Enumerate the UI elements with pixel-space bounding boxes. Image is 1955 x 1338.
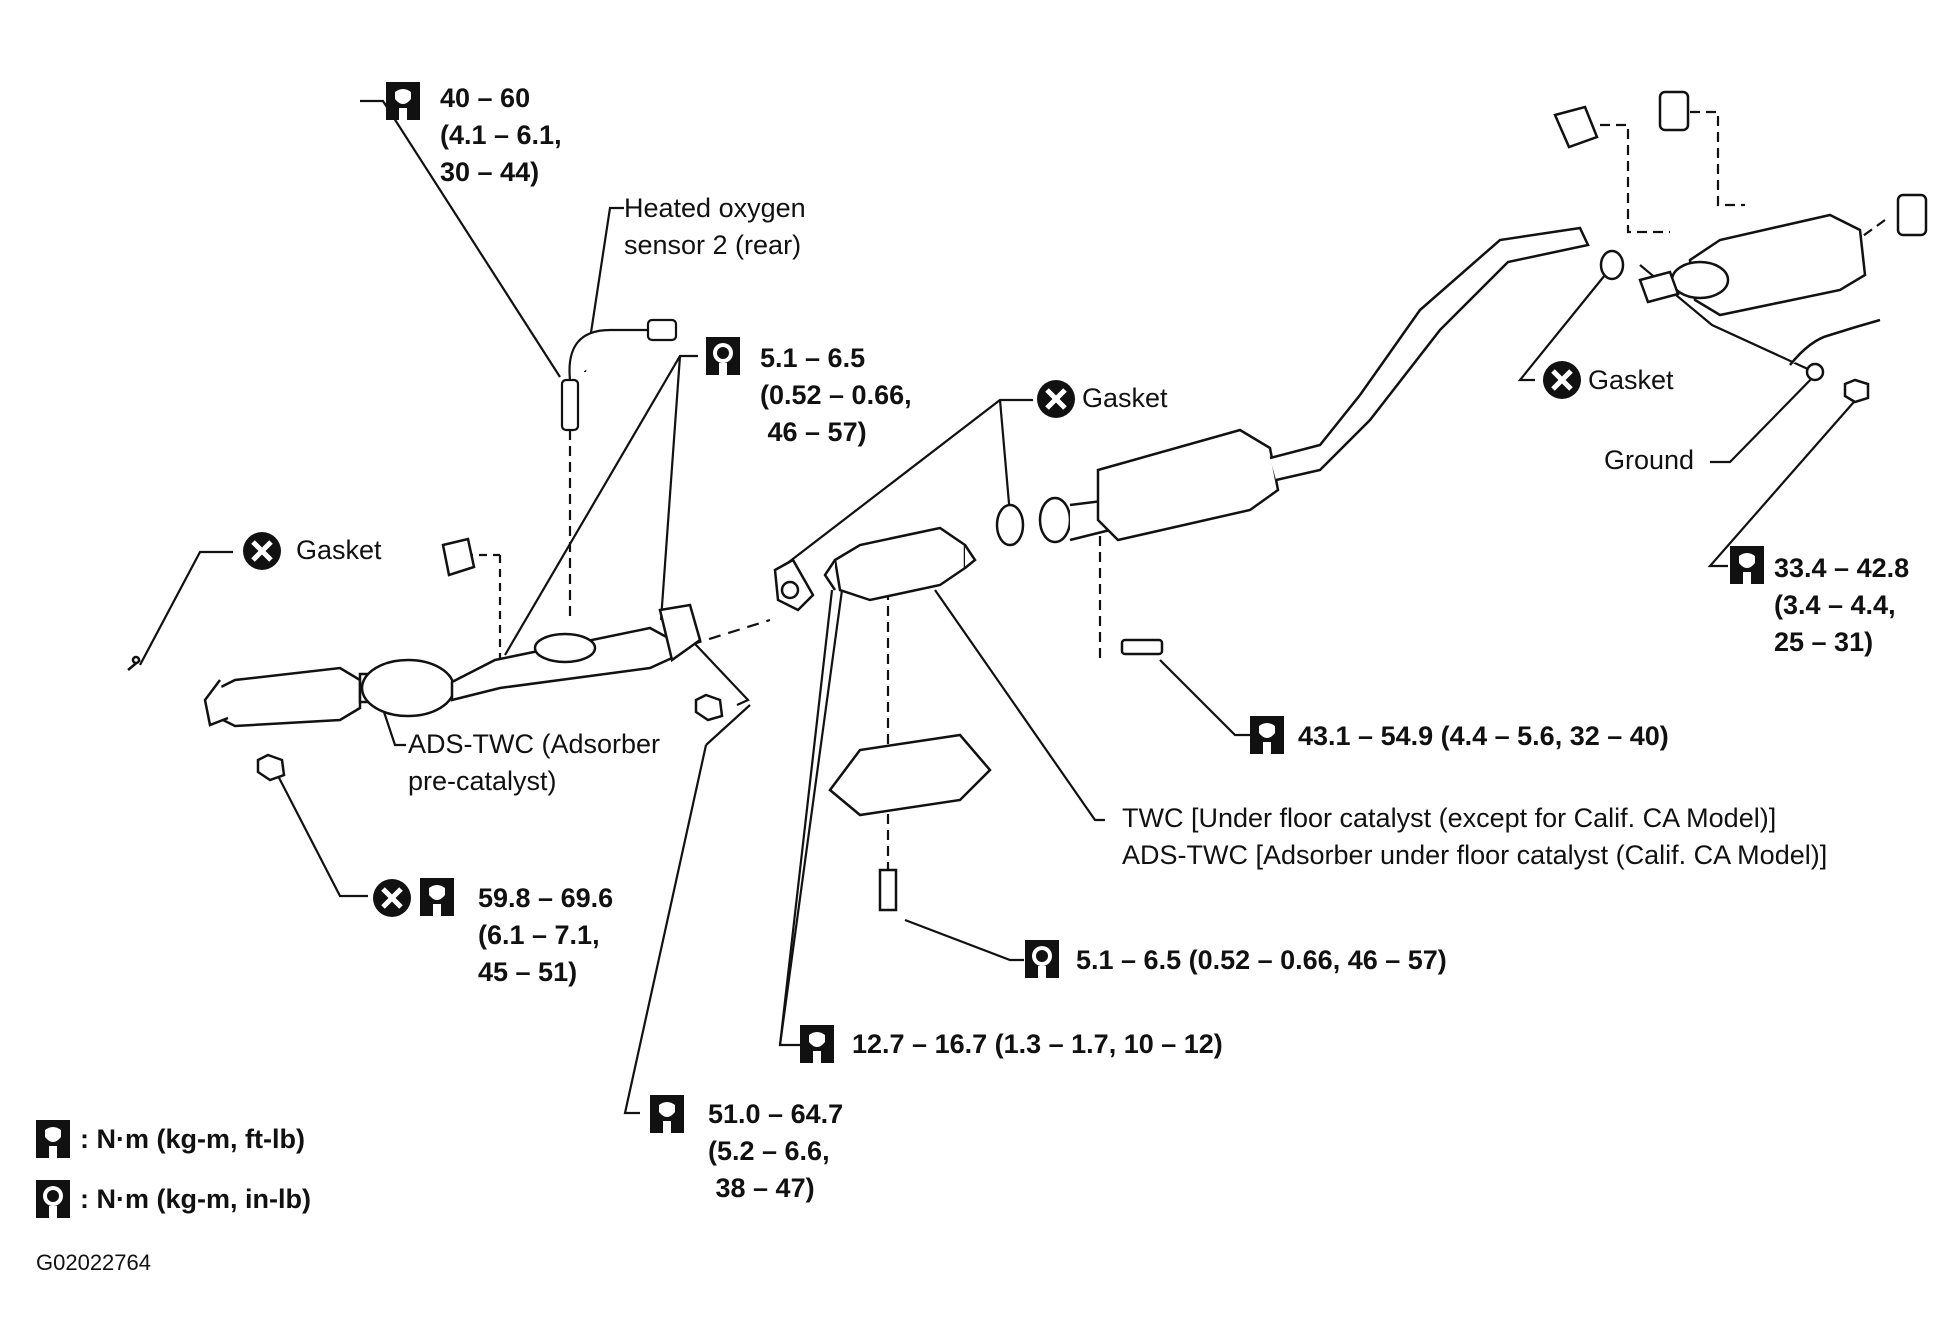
torque-flange-nut: 51.0 – 64.7 (5.2 – 6.6, 38 – 47) bbox=[708, 1099, 844, 1203]
torque-sensor: 40 – 60 (4.1 – 6.1, 30 – 44) bbox=[440, 83, 562, 187]
torque-shield-bolt: 5.1 – 6.5 (0.52 – 0.66, 46 – 57) bbox=[1076, 945, 1447, 975]
torque-icon-flange-bolts bbox=[800, 1025, 834, 1063]
label-ground: Ground bbox=[1604, 445, 1695, 475]
label-gasket-center: Gasket bbox=[1082, 383, 1168, 413]
center-gasket bbox=[995, 503, 1025, 547]
label-gasket-right: Gasket bbox=[1588, 365, 1674, 395]
legend-icon-outline bbox=[36, 1120, 70, 1158]
torque-icon-front-tube bbox=[420, 878, 454, 916]
gasket-icon-center bbox=[1037, 380, 1075, 418]
label-oxygen-sensor: Heated oxygen sensor 2 (rear) bbox=[624, 193, 806, 260]
label-ads-twc-pre: ADS-TWC (Adsorber pre-catalyst) bbox=[408, 729, 661, 796]
torque-flange-bolts: 12.7 – 16.7 (1.3 – 1.7, 10 – 12) bbox=[852, 1029, 1223, 1059]
torque-heat-shield-top: 5.1 – 6.5 (0.52 – 0.66, 46 – 57) bbox=[760, 343, 912, 447]
main-muffler bbox=[1553, 90, 1928, 404]
rear-gasket bbox=[1599, 249, 1625, 281]
leader-lines bbox=[139, 99, 1886, 1115]
torque-front-tube-nut: 59.8 – 69.6 (6.1 – 7.1, 45 – 51) bbox=[478, 883, 614, 987]
torque-ground-nut: 33.4 – 42.8 (3.4 – 4.4, 25 – 31) bbox=[1774, 553, 1910, 657]
gasket-icon-right bbox=[1543, 361, 1581, 399]
gasket-icon-front-tube bbox=[373, 879, 411, 917]
torque-icon-center-bolt bbox=[1250, 716, 1284, 754]
legend-solid-unit: : N·m (kg-m, in-lb) bbox=[80, 1184, 311, 1214]
torque-icon-sensor bbox=[386, 82, 420, 120]
gasket-icon-left bbox=[243, 532, 281, 570]
front-tube-assembly bbox=[127, 603, 702, 728]
torque-center-bolt: 43.1 – 54.9 (4.4 – 5.6, 32 – 40) bbox=[1298, 721, 1669, 751]
flange-nut bbox=[694, 693, 724, 722]
legend-icon-solid bbox=[36, 1180, 70, 1218]
diagram-id: G02022764 bbox=[36, 1250, 151, 1275]
torque-icon-ground-nut bbox=[1730, 546, 1764, 584]
legend-outline-unit: : N·m (kg-m, ft-lb) bbox=[80, 1124, 305, 1154]
center-muffler bbox=[1038, 226, 1590, 656]
label-twc-under-floor: TWC [Under floor catalyst (except for Ca… bbox=[1122, 803, 1828, 870]
twc-assembly bbox=[773, 526, 992, 912]
torque-icon-shield-bolt bbox=[1025, 940, 1059, 978]
rubber-hanger-left bbox=[441, 537, 476, 577]
torque-icon-flange-nut bbox=[650, 1095, 684, 1133]
oxygen-sensor bbox=[560, 318, 678, 432]
torque-icon-heat-shield-top bbox=[706, 337, 740, 375]
front-tube-nut bbox=[256, 753, 286, 782]
label-gasket-left: Gasket bbox=[296, 535, 382, 565]
